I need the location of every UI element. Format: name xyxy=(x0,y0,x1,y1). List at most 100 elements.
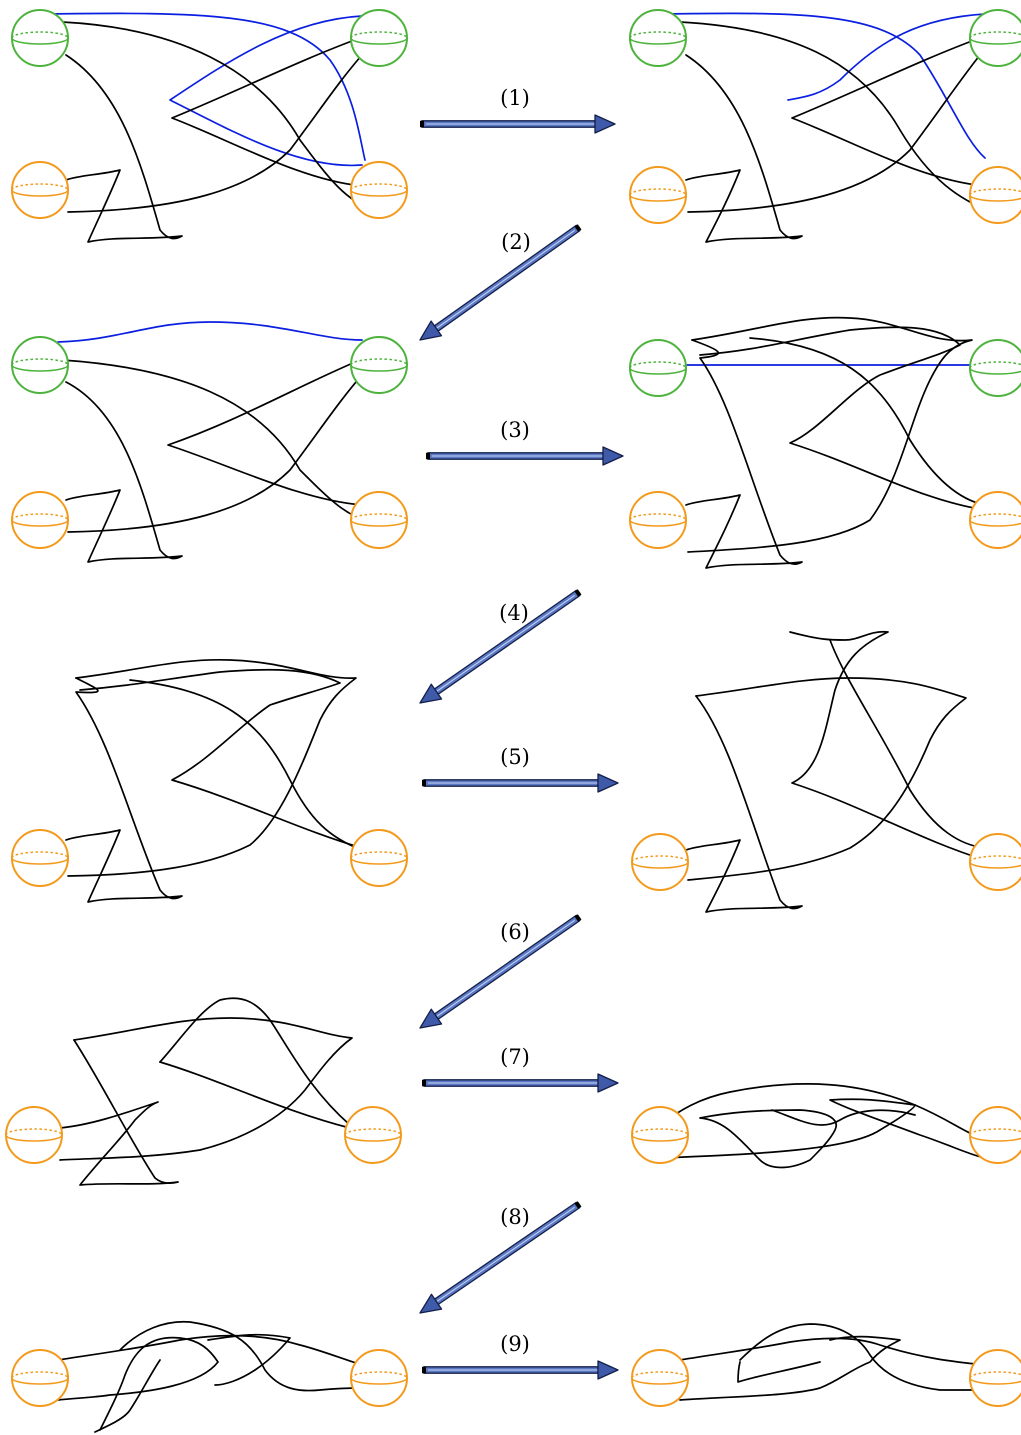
knot-strand xyxy=(59,1039,179,1186)
transition-arrow: (9) xyxy=(422,1332,619,1380)
arrow-head xyxy=(597,1073,619,1093)
orange-sphere xyxy=(631,1106,689,1164)
arrow-head xyxy=(597,773,619,793)
knot-strand xyxy=(67,54,363,213)
knot-strand xyxy=(57,1336,219,1431)
transition-arrow: (1) xyxy=(420,86,616,134)
arrow-head xyxy=(419,1293,443,1314)
stage-8-diagram xyxy=(659,1083,986,1169)
knot-strand xyxy=(659,1083,986,1141)
orange-sphere xyxy=(631,833,689,891)
blue-arc xyxy=(43,12,366,161)
green-sphere xyxy=(11,9,69,67)
green-sphere xyxy=(350,336,408,394)
knot-strand xyxy=(65,677,183,903)
step-label: (4) xyxy=(499,601,529,625)
transition-arrow: (3) xyxy=(426,418,624,466)
stage-10-diagram xyxy=(679,1323,986,1401)
knot-strand xyxy=(129,679,363,851)
knot-strand xyxy=(749,337,986,506)
orange-sphere xyxy=(11,1349,69,1407)
knot-strand xyxy=(791,37,986,187)
arrow-head xyxy=(602,446,624,466)
orange-sphere xyxy=(969,1106,1021,1164)
knot-strand xyxy=(685,695,803,913)
knot-strand xyxy=(167,359,363,506)
orange-sphere xyxy=(11,161,69,219)
knot-strand xyxy=(737,1361,821,1383)
stage-7-diagram xyxy=(59,997,353,1186)
knot-strand xyxy=(789,630,986,861)
transition-arrow: (4) xyxy=(419,589,582,704)
stage-6-diagram xyxy=(685,630,986,913)
knot-strand xyxy=(687,54,981,213)
transition-arrow: (5) xyxy=(422,745,619,793)
transition-arrow: (6) xyxy=(419,914,582,1029)
orange-sphere xyxy=(969,833,1021,891)
step-label: (1) xyxy=(500,86,530,110)
knot-strand xyxy=(65,381,183,563)
arrow-head xyxy=(594,114,616,134)
orange-sphere xyxy=(11,829,69,887)
step-label: (3) xyxy=(500,418,530,442)
step-label: (9) xyxy=(500,1332,530,1356)
knot-strand xyxy=(829,639,986,849)
stage-1-diagram xyxy=(43,12,377,243)
step-label: (8) xyxy=(500,1205,530,1229)
green-sphere xyxy=(629,339,687,397)
knot-strand xyxy=(119,1320,363,1392)
knot-strand xyxy=(659,1098,986,1159)
green-sphere xyxy=(969,9,1021,67)
knot-strand xyxy=(687,677,967,881)
green-sphere xyxy=(969,339,1021,397)
orange-sphere xyxy=(350,1349,408,1407)
stage-2-diagram xyxy=(661,12,993,243)
orange-sphere xyxy=(629,491,687,549)
green-sphere xyxy=(11,336,69,394)
step-label: (6) xyxy=(500,920,530,944)
orange-sphere xyxy=(344,1106,402,1164)
blue-arc xyxy=(169,15,363,167)
knot-strand xyxy=(79,668,363,849)
knot-strand xyxy=(159,997,351,1126)
orange-sphere xyxy=(350,829,408,887)
orange-sphere xyxy=(631,1349,689,1407)
arrow-head xyxy=(419,1008,443,1029)
knot-strand xyxy=(67,374,363,533)
stage-5-diagram xyxy=(65,658,363,903)
knot-strand xyxy=(699,326,986,511)
knot-strand xyxy=(685,339,803,569)
knot-strand xyxy=(171,37,363,187)
sphere-layer xyxy=(5,9,1021,1407)
knot-strand xyxy=(207,1333,291,1386)
green-sphere xyxy=(629,9,687,67)
knot-strand xyxy=(679,1335,901,1401)
arrow-layer: (1) (2) (3) (4) (5) (6) (7) (8) (9) xyxy=(419,86,624,1380)
knot-strand xyxy=(65,54,183,243)
blue-arc xyxy=(787,13,986,101)
knot-strand xyxy=(61,359,371,523)
step-label: (2) xyxy=(501,230,531,254)
knot-strand xyxy=(679,1337,986,1366)
knot-strand xyxy=(685,54,803,243)
knot-strand xyxy=(94,1359,161,1433)
orange-sphere xyxy=(350,161,408,219)
orange-sphere xyxy=(969,1349,1021,1407)
arrow-head xyxy=(597,1360,619,1380)
orange-sphere xyxy=(629,166,687,224)
orange-sphere xyxy=(350,491,408,549)
stage-3-diagram xyxy=(57,321,371,563)
stage-4-diagram xyxy=(685,316,986,569)
orange-sphere xyxy=(969,491,1021,549)
stage-9-diagram xyxy=(57,1320,363,1433)
orange-sphere xyxy=(969,166,1021,224)
step-label: (5) xyxy=(500,745,530,769)
orange-sphere xyxy=(11,491,69,549)
transition-arrow: (2) xyxy=(419,224,582,341)
knot-strand xyxy=(159,1061,351,1129)
step-label: (7) xyxy=(500,1045,530,1069)
orange-sphere xyxy=(5,1106,63,1164)
transition-arrow: (8) xyxy=(419,1201,582,1314)
transition-arrow: (7) xyxy=(422,1045,619,1093)
knot-strand xyxy=(771,1109,916,1126)
